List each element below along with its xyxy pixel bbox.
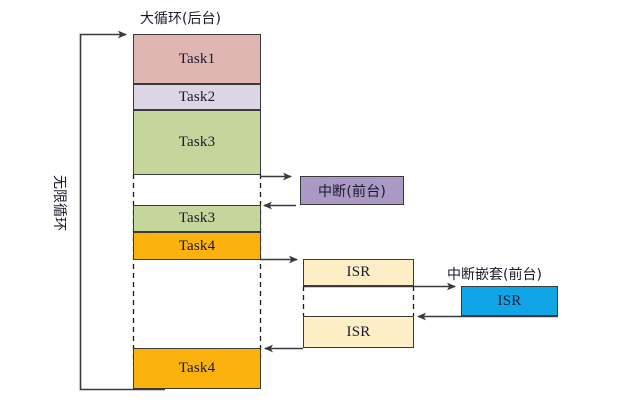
block-isr-top: ISR — [303, 259, 414, 286]
block-isr-nested: ISR — [461, 286, 558, 316]
block-task4-first: Task4 — [133, 232, 261, 260]
block-task1: Task1 — [133, 34, 261, 84]
block-task4-resume: Task4 — [133, 348, 261, 389]
title-nested-interrupt: 中断嵌套(前台) — [447, 267, 542, 283]
block-isr-bottom: ISR — [303, 316, 414, 348]
block-task2: Task2 — [133, 84, 261, 110]
title-main-loop: 大循环(后台) — [140, 11, 221, 27]
block-interrupt: 中断(前台) — [300, 176, 404, 205]
block-task3-first: Task3 — [133, 110, 261, 175]
block-task3-resume: Task3 — [133, 205, 261, 232]
label-infinite-loop: 无限循环 — [51, 175, 67, 231]
